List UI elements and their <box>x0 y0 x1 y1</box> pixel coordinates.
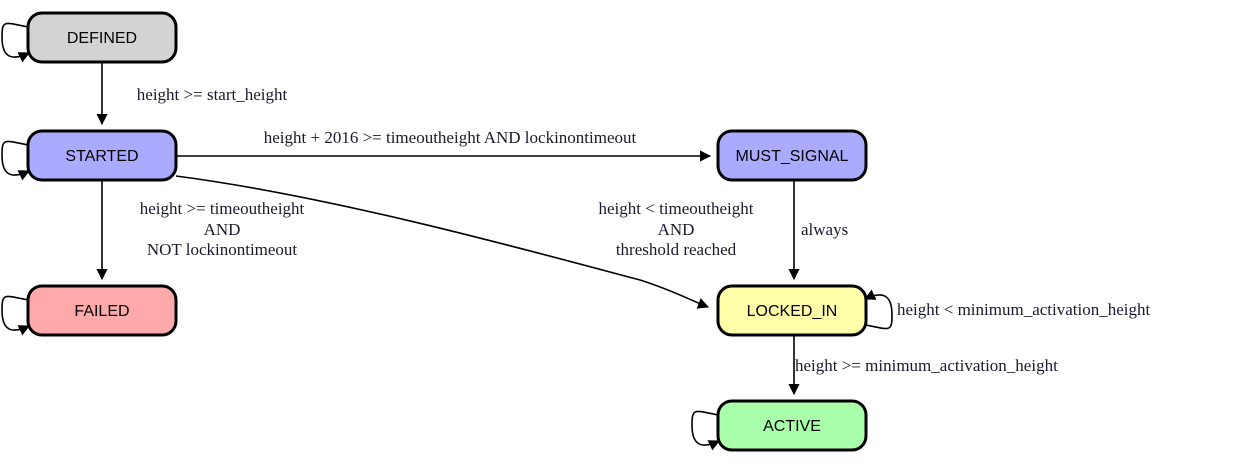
edge-started-to-locked-in: height < timeoutheight AND threshold rea… <box>175 175 754 309</box>
edge-must-signal-to-locked-in: always <box>788 180 848 281</box>
state-node-started[interactable]: STARTED <box>26 129 178 182</box>
state-node-locked-in[interactable]: LOCKED_IN <box>716 284 868 337</box>
state-node-active[interactable]: ACTIVE <box>716 399 868 452</box>
state-node-defined-shape <box>26 11 178 64</box>
state-node-locked-in-shape <box>716 284 868 337</box>
edge-started-to-failed: height >= timeoutheight AND NOT lockinon… <box>96 180 305 281</box>
state-node-must-signal-shape <box>716 129 868 182</box>
state-node-must-signal-label: MUST_SIGNAL <box>736 148 849 165</box>
edge-label-started-to-failed-line2: AND <box>204 220 241 239</box>
state-node-active-shape <box>716 399 868 452</box>
state-node-started-label: STARTED <box>65 148 138 165</box>
edge-label-defined-to-started: height >= start_height <box>137 85 288 104</box>
state-node-active-label: ACTIVE <box>763 418 821 435</box>
edge-label-locked-in-self-loop: height < minimum_activation_height <box>897 300 1150 319</box>
state-node-must-signal[interactable]: MUST_SIGNAL <box>716 129 868 182</box>
edge-started-self-loop <box>1 140 31 181</box>
edge-defined-self-loop <box>1 22 31 63</box>
state-node-started-shape <box>26 129 178 182</box>
edge-defined-to-started: height >= start_height <box>96 62 288 126</box>
state-node-failed-label: FAILED <box>74 303 129 320</box>
state-node-failed-shape <box>26 284 178 337</box>
edge-active-self-loop <box>691 410 721 451</box>
edge-label-started-to-locked-in-line2: AND <box>658 220 695 239</box>
state-node-locked-in-label: LOCKED_IN <box>747 303 838 320</box>
edge-label-must-signal-to-locked-in: always <box>801 220 848 239</box>
state-node-defined-label: DEFINED <box>67 30 137 47</box>
edge-locked-in-to-active: height >= minimum_activation_height <box>788 335 1058 396</box>
edge-label-locked-in-to-active: height >= minimum_activation_height <box>795 356 1058 375</box>
state-node-failed[interactable]: FAILED <box>26 284 178 337</box>
edge-label-started-to-must-signal: height + 2016 >= timeoutheight AND locki… <box>264 128 637 147</box>
edge-label-started-to-failed-line3: NOT lockinontimeout <box>147 240 298 259</box>
edge-started-to-must-signal: height + 2016 >= timeoutheight AND locki… <box>176 128 712 162</box>
state-node-defined[interactable]: DEFINED <box>26 11 178 64</box>
edge-label-started-to-locked-in-line1: height < timeoutheight <box>598 199 753 218</box>
edge-failed-self-loop <box>1 295 31 336</box>
edge-label-started-to-failed-line1: height >= timeoutheight <box>140 199 305 218</box>
edge-label-started-to-locked-in-line3: threshold reached <box>616 240 737 259</box>
edge-locked-in-self-loop: height < minimum_activation_height <box>863 289 1150 330</box>
